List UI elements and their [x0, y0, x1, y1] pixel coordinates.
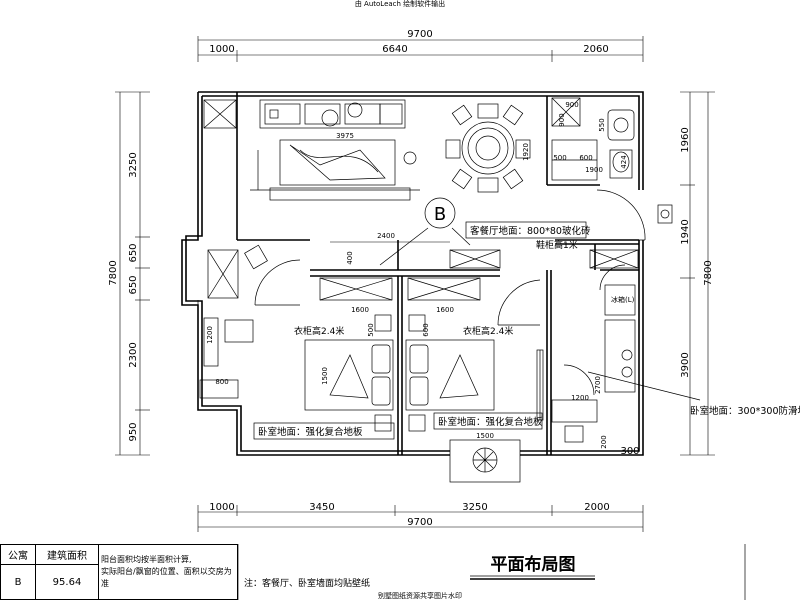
dim-right-total: 7800: [703, 260, 714, 285]
dim-550: 550: [598, 118, 606, 131]
dim-bottom-total: 9700: [407, 517, 432, 528]
dim-top-3: 2060: [583, 44, 608, 55]
dim-2700: 2700: [594, 376, 602, 394]
dim-424: 424: [620, 155, 628, 169]
page-title: 平面布局图: [491, 554, 576, 575]
dim-1900: 1900: [585, 166, 603, 174]
desk-area: 1200 800: [206, 244, 268, 386]
dim-left-5: 950: [128, 422, 139, 441]
dim-1200-desk: 1200: [206, 326, 214, 344]
left-bay: [197, 99, 239, 400]
dim-1500-bed: 1500: [321, 367, 329, 385]
legend-area-value: 95.64: [35, 564, 99, 600]
living-floor-label: 客餐厅地面：800*80玻化砖: [470, 225, 591, 237]
dim-top-2: 6640: [382, 44, 407, 55]
dim-300: 300: [620, 446, 639, 457]
dim-600: 600: [579, 154, 592, 162]
legend-header-area: 建筑面积: [35, 543, 99, 566]
top-dimensions: 9700 1000 6640 2060: [197, 29, 644, 62]
entry: 鞋柜高1米: [536, 204, 673, 269]
legend-type-value: B: [0, 564, 36, 600]
dim-900-top: 900: [565, 101, 578, 109]
beds: 1500 500 600: [304, 314, 544, 432]
dim-top-total: 9700: [407, 29, 432, 40]
right-dimensions: 1960 1940 3900 7800: [680, 91, 715, 456]
wardrobe-right-label: 衣柜高2.4米: [463, 325, 513, 337]
dim-bottom-1: 1000: [209, 502, 234, 513]
wall-finish-note: 注：客餐厅、卧室墙面均贴壁纸: [244, 577, 370, 589]
dim-1600-left: 1600: [351, 306, 369, 314]
wardrobe-left-label: 衣柜高2.4米: [294, 325, 344, 337]
legend-note-1: 阳台面积均按半面积计算,: [101, 555, 192, 564]
bedroom-floor-left-label: 卧室地面：强化复合地板: [258, 426, 363, 438]
dim-2400: 2400: [377, 232, 395, 240]
dim-400: 400: [346, 251, 354, 264]
kitchen-floor-label: 卧室地面：300*300防滑地砖: [690, 405, 800, 417]
dim-right-1: 1960: [680, 127, 691, 152]
dim-1600-right: 1600: [436, 306, 454, 314]
dim-500: 500: [553, 154, 566, 162]
dim-800: 800: [215, 378, 228, 386]
dim-left-3: 650: [128, 275, 139, 294]
legend-header-type: 公寓: [0, 543, 36, 566]
doors: [254, 189, 646, 396]
legend-note-2: 实际阳台/飘窗的位置、面积以交房为准: [101, 567, 232, 588]
dim-bottom-3: 3250: [462, 502, 487, 513]
dim-left-4: 2300: [128, 342, 139, 367]
shoe-cabinet-label: 鞋柜高1米: [536, 239, 578, 251]
living-room: 3975 1920: [250, 99, 530, 201]
section-marker-label: B: [434, 204, 446, 225]
area-legend: 公寓 建筑面积 阳台面积均按半面积计算, 实际阳台/飘窗的位置、面积以交房为准 …: [0, 543, 238, 600]
bathroom: 900 900 550 500 600 424 1900: [551, 97, 635, 181]
dim-top-1: 1000: [209, 44, 234, 55]
left-dimensions: 7800 3250 650 650 2300 950: [108, 91, 150, 456]
dim-bottom-4: 2000: [584, 502, 609, 513]
dim-left-total: 7800: [108, 260, 119, 285]
dining-set: [445, 103, 531, 193]
drawing-title: 平面布局图: [470, 554, 595, 580]
dim-3975: 3975: [336, 132, 354, 140]
kitchen: 冰箱(L) 2700 1200 200 300: [551, 284, 640, 457]
bottom-dimensions: 1000 3450 3250 2000 9700: [197, 502, 644, 532]
dim-500-bed: 500: [367, 323, 375, 336]
top-caption: 由 AutoLeach 绘制软件输出: [355, 0, 445, 8]
fridge-label: 冰箱(L): [611, 295, 635, 304]
bedroom-floor-right-label: 卧室地面：强化复合地板: [438, 416, 543, 428]
dim-right-2: 1940: [680, 219, 691, 244]
room-labels: 客餐厅地面：800*80玻化砖 卧室地面：强化复合地板 卧室地面：强化复合地板 …: [253, 221, 800, 440]
dim-right-3: 3900: [680, 352, 691, 377]
exterior-walls: [181, 91, 644, 483]
dim-1920: 1920: [522, 143, 530, 161]
wardrobes: 1600 1600 2400 400 衣柜高2.4米 衣柜高2.4米: [294, 232, 513, 337]
dim-bottom-2: 3450: [309, 502, 334, 513]
section-marker: B: [379, 197, 471, 266]
dim-left-1: 3250: [128, 152, 139, 177]
bottom-caption: 别墅图纸资源共享图片水印: [378, 591, 462, 600]
dim-1500-balcony: 1500: [476, 432, 494, 440]
dim-left-2: 650: [128, 243, 139, 262]
dim-200: 200: [600, 435, 608, 448]
balcony-plant: 1500: [472, 432, 498, 473]
dim-1200-kitchen: 1200: [571, 394, 589, 402]
dim-600-bed: 600: [422, 323, 430, 336]
dim-900-left: 900: [558, 113, 566, 126]
